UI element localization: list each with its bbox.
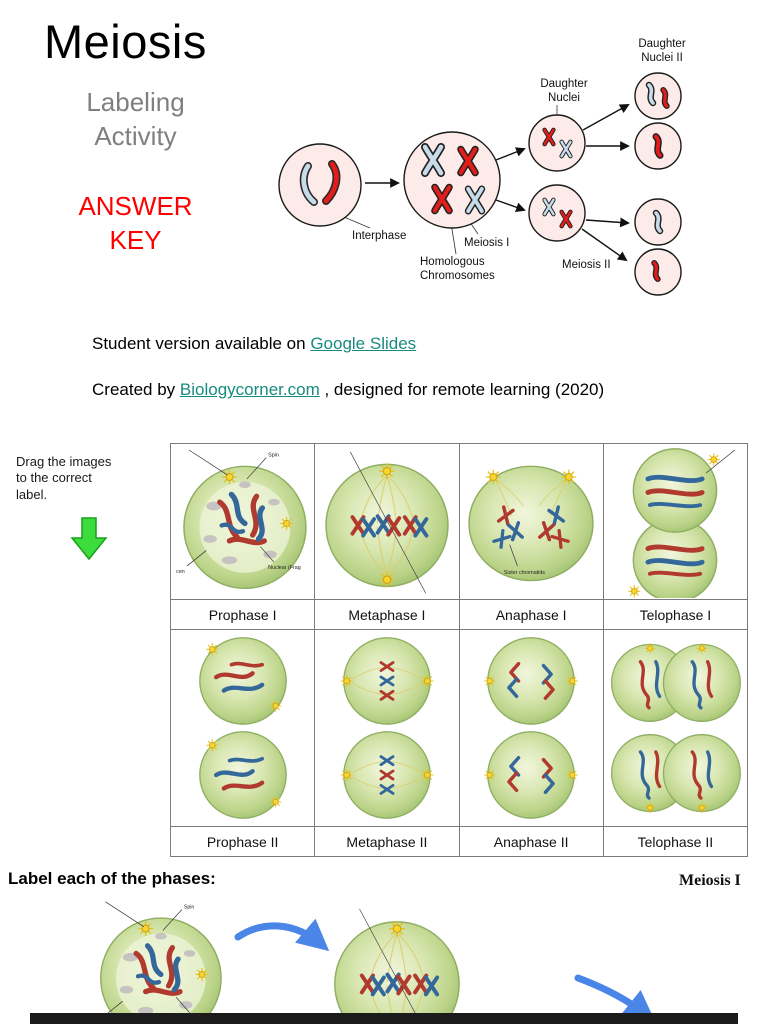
phase-label-anaphase-1: Anaphase I	[459, 600, 603, 629]
label-interphase: Interphase	[352, 230, 407, 242]
biologycorner-link[interactable]: Biologycorner.com	[179, 380, 320, 399]
subtitle: Labeling Activity	[86, 87, 185, 151]
phase-image-metaphase-1	[315, 444, 459, 599]
flow-arrow-right-icon	[234, 918, 330, 952]
label-meiosis-ii: Meiosis II	[562, 259, 611, 271]
student-version-line: Student version available on Google Slid…	[92, 334, 416, 354]
phase-image-telophase-1	[603, 444, 747, 599]
flow-arrow-down-right-icon	[574, 974, 656, 1022]
google-slides-link[interactable]: Google Slides	[310, 334, 417, 353]
phase-image-metaphase-2	[315, 630, 459, 826]
answer-key-label: ANSWER KEY	[78, 191, 193, 255]
meiosis-i-section-label: Meiosis I	[679, 872, 741, 889]
phase-label-metaphase-2: Metaphase II	[315, 827, 459, 856]
phase-image-anaphase-1	[459, 444, 603, 599]
phase-image-prophase-1	[171, 444, 315, 599]
phase-image-prophase-2	[171, 630, 315, 826]
green-down-arrow-icon	[70, 517, 108, 561]
label-phases-prompt: Label each of the phases:	[8, 869, 216, 888]
phase-label-telophase-2: Telophase II	[603, 827, 747, 856]
bottom-figure-prophase-i	[90, 898, 228, 1024]
label-daughter-nuclei-ii: Daughter Nuclei II	[638, 38, 686, 64]
created-by-prefix: Created by	[92, 380, 180, 399]
bottom-figure-metaphase-i	[326, 903, 468, 1024]
student-version-prefix: Student version available on	[92, 334, 311, 353]
created-by-line: Created by Biologycorner.com , designed …	[92, 380, 604, 400]
phase-label-anaphase-2: Anaphase II	[459, 827, 603, 856]
phase-table: Prophase I Metaphase I Anaphase I Teloph…	[170, 443, 748, 857]
phase-label-prophase-1: Prophase I	[171, 600, 315, 629]
page-break-bar	[30, 1013, 738, 1024]
created-by-suffix: , designed for remote learning (2020)	[319, 380, 605, 399]
label-daughter-nuclei: Daughter Nuclei	[540, 78, 588, 104]
meiosis-overview-diagram: Daughter Nuclei II Daughter Nuclei Inter…	[270, 30, 748, 312]
drag-instruction: Drag the images to the correct label.	[16, 454, 112, 502]
label-homologous-chromosomes: Homologous Chromosomes	[420, 256, 495, 282]
phase-label-telophase-1: Telophase I	[603, 600, 747, 629]
page-title: Meiosis	[44, 15, 207, 68]
phase-image-anaphase-2	[459, 630, 603, 826]
phase-label-metaphase-1: Metaphase I	[315, 600, 459, 629]
phase-image-telophase-2	[603, 630, 747, 826]
meiosis-overview-figure	[278, 72, 682, 296]
phase-label-prophase-2: Prophase II	[171, 827, 315, 856]
label-meiosis-i: Meiosis I	[464, 237, 510, 249]
